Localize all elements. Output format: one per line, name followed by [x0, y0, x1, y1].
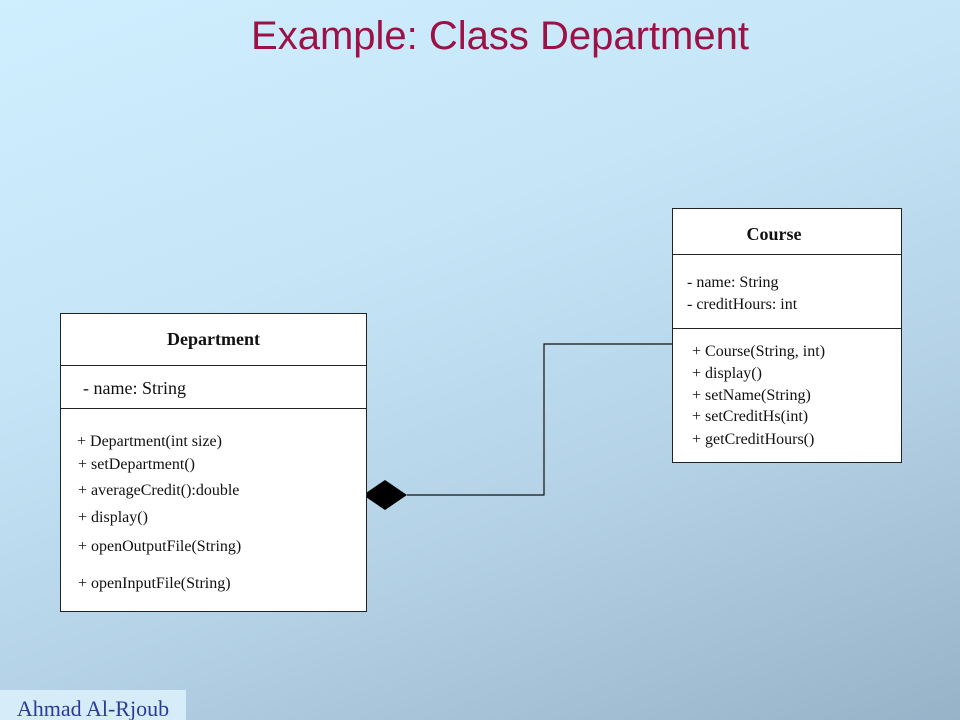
course-attribute: - name: String — [687, 274, 779, 291]
department-method: + averageCredit():double — [78, 482, 240, 499]
department-class-name: Department — [167, 329, 260, 349]
department-method: + setDepartment() — [78, 456, 195, 473]
course-class-box: Course - name: String - creditHours: int… — [672, 208, 902, 463]
association-line — [407, 343, 672, 496]
department-method: + openInputFile(String) — [78, 575, 231, 592]
department-class-box: Department - name: String + Department(i… — [60, 313, 367, 612]
course-method: + display() — [692, 365, 762, 382]
department-name-section: Department — [61, 314, 366, 366]
department-attributes-section: - name: String — [61, 365, 366, 409]
author-label: Ahmad Al-Rjoub — [0, 690, 186, 720]
slide-title: Example: Class Department — [251, 14, 749, 58]
department-attribute: - name: String — [83, 378, 186, 398]
course-class-name: Course — [746, 224, 802, 244]
course-name-section: Course — [673, 209, 901, 255]
course-method: + getCreditHours() — [692, 431, 815, 448]
course-method: + Course(String, int) — [692, 343, 826, 360]
department-method: + openOutputFile(String) — [78, 538, 242, 555]
course-method: + setCreditHs(int) — [692, 408, 809, 425]
course-attribute: - creditHours: int — [687, 296, 798, 313]
department-method: + display() — [78, 509, 148, 526]
composition-diamond — [363, 480, 407, 510]
course-method: + setName(String) — [692, 387, 811, 404]
course-attributes-section: - name: String - creditHours: int — [673, 254, 901, 329]
department-method: + Department(int size) — [77, 433, 222, 450]
